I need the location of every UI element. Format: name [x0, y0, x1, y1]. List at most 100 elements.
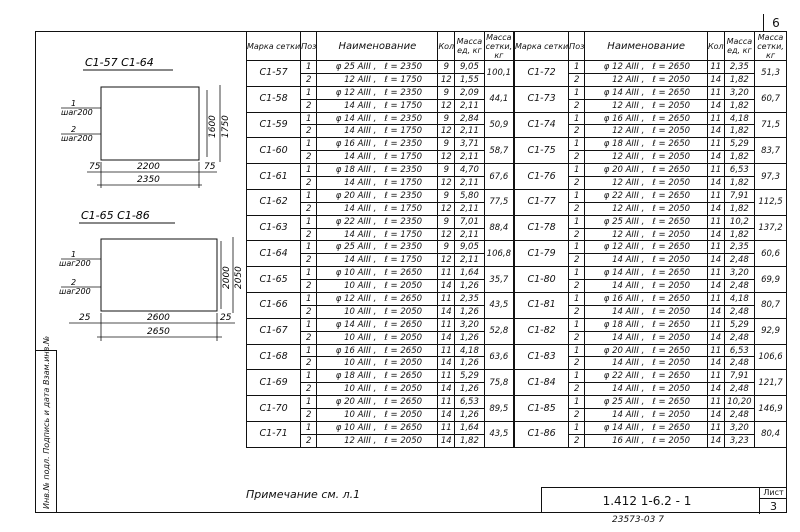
bar-length: ℓ = 2050 — [652, 100, 691, 111]
unit-mass: 1,82 — [723, 124, 756, 139]
bar-diameter-class: φ 14 AIII , — [335, 319, 377, 330]
bar-description: 14 AIII ,ℓ = 2050 — [584, 356, 708, 371]
bar-diameter-class: 12 AIII , — [612, 126, 645, 137]
mesh-drawing-top: С1-57 С1-64 1 шаг200 2 шаг200 1600 1750 … — [61, 56, 231, 188]
bar-quantity: 14 — [706, 356, 725, 371]
position-number: 1 — [568, 111, 586, 126]
bar-description: φ 12 AIII ,ℓ = 2650 — [584, 60, 708, 74]
bar-diameter-class: φ 10 AIII , — [335, 268, 377, 279]
unit-mass: 1,64 — [454, 266, 485, 281]
bar-quantity: 14 — [706, 330, 725, 345]
mesh-mark: С1-76 — [513, 163, 570, 190]
mesh-total-mass: 112,5 — [754, 188, 787, 216]
position-number: 2 — [300, 201, 318, 216]
bar-quantity: 12 — [437, 201, 456, 216]
sheet-label: Лист — [760, 488, 787, 499]
bar-length: ℓ = 2650 — [384, 422, 423, 433]
position-number: 2 — [568, 253, 586, 268]
position-number: 2 — [568, 356, 586, 371]
bar-length: ℓ = 2650 — [384, 345, 423, 356]
unit-mass: 1,26 — [454, 408, 485, 422]
dim-left: 25 — [79, 313, 91, 323]
bar-description: 12 AIII ,ℓ = 1750 — [316, 72, 439, 87]
bar-quantity: 11 — [706, 163, 725, 178]
mesh-mark: С1-58 — [245, 85, 302, 113]
mesh-total-mass: 88,4 — [483, 214, 515, 242]
unit-mass: 1,26 — [454, 304, 485, 319]
bar-description: φ 10 AIII ,ℓ = 2650 — [316, 420, 439, 435]
bar-quantity: 9 — [437, 188, 456, 203]
bar-length: ℓ = 2650 — [652, 242, 691, 253]
unit-mass: 2,11 — [454, 176, 485, 190]
position-number: 1 — [300, 266, 318, 281]
unit-mass: 1,64 — [454, 420, 485, 435]
header-pos: Поз — [568, 31, 586, 61]
mesh-total-mass: 137,2 — [754, 214, 787, 242]
mesh-mark: С1-73 — [513, 85, 570, 113]
position-number: 1 — [300, 292, 318, 306]
bar-diameter-class: 14 AIII , — [612, 306, 645, 317]
position-number: 2 — [568, 201, 586, 216]
bar-diameter-class: 14 AIII , — [344, 152, 377, 163]
bar-diameter-class: 14 AIII , — [612, 409, 645, 420]
position-number: 1 — [300, 85, 318, 100]
bar-description: 14 AIII ,ℓ = 2050 — [584, 279, 708, 294]
bar-quantity: 9 — [437, 163, 456, 178]
bar-quantity: 11 — [706, 292, 725, 306]
bar-description: 12 AIII ,ℓ = 2050 — [584, 201, 708, 216]
bar-description: 10 AIII ,ℓ = 2050 — [316, 382, 439, 397]
bar-quantity: 14 — [437, 408, 456, 422]
spec-table-right: Марка сетки Поз Наименование Кол Масса е… — [513, 31, 787, 448]
unit-mass: 2,35 — [723, 240, 756, 255]
bar-diameter-class: φ 16 AIII , — [335, 139, 377, 150]
mesh-mark: С1-82 — [513, 317, 570, 345]
unit-mass: 1,26 — [454, 382, 485, 397]
bar-description: 12 AIII ,ℓ = 2050 — [584, 72, 708, 87]
unit-mass: 1,26 — [454, 356, 485, 371]
unit-mass: 2,35 — [723, 60, 756, 74]
bar-diameter-class: φ 12 AIII , — [603, 242, 645, 253]
mesh-mark: С1-79 — [513, 240, 570, 268]
bar-description: φ 16 AIII ,ℓ = 2650 — [584, 292, 708, 306]
bar-diameter-class: 14 AIII , — [344, 177, 377, 188]
mesh-total-mass: 60,7 — [754, 85, 787, 113]
mesh-total-mass: 63,6 — [483, 343, 515, 371]
bar-quantity: 12 — [437, 98, 456, 113]
position-number: 1 — [300, 395, 318, 410]
bar-length: ℓ = 2650 — [384, 268, 423, 279]
bar-description: 14 AIII ,ℓ = 1750 — [316, 124, 439, 139]
mesh-mark: С1-78 — [513, 214, 570, 242]
position-number: 2 — [300, 382, 318, 397]
bar-length: ℓ = 2050 — [652, 203, 691, 214]
bar-diameter-class: φ 16 AIII , — [603, 113, 645, 124]
bar-length: ℓ = 1750 — [384, 152, 423, 163]
bar-description: 14 AIII ,ℓ = 1750 — [316, 98, 439, 113]
unit-mass: 1,82 — [723, 72, 756, 87]
mesh-mark: С1-85 — [513, 395, 570, 422]
bar-length: ℓ = 2650 — [652, 87, 691, 98]
bar-quantity: 11 — [706, 369, 725, 384]
bar-length: ℓ = 2050 — [384, 409, 423, 420]
bar-description: 12 AIII ,ℓ = 2050 — [584, 227, 708, 242]
bar-diameter-class: φ 18 AIII , — [603, 139, 645, 150]
bar-length: ℓ = 1750 — [384, 255, 423, 266]
position-number: 2 — [568, 124, 586, 139]
bar-quantity: 11 — [706, 240, 725, 255]
mesh-total-mass: 52,8 — [483, 317, 515, 345]
bar-quantity: 11 — [706, 343, 725, 358]
position-number: 2 — [300, 227, 318, 242]
bar-quantity: 11 — [437, 292, 456, 306]
bar-diameter-class: φ 22 AIII , — [603, 190, 645, 201]
bar-length: ℓ = 2350 — [384, 87, 423, 98]
mesh-total-mass: 67,6 — [483, 163, 515, 190]
note-text: Примечание см. л.1 — [246, 488, 361, 501]
side-stamp-strip: Инв.№ подл. Подпись и дата Взам.инв.№ — [35, 336, 57, 513]
